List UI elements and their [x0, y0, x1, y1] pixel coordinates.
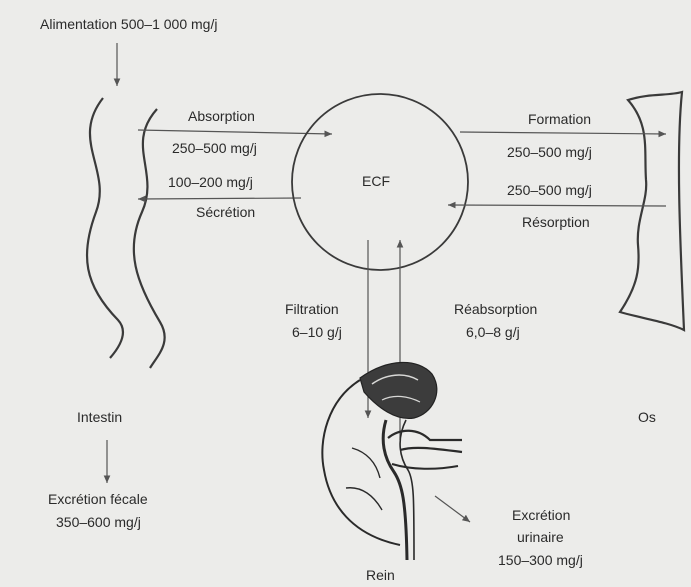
- secretion-label: Sécrétion: [196, 204, 255, 220]
- absorption-value: 250–500 mg/j: [172, 140, 257, 156]
- intestine-wall-right: [134, 109, 165, 368]
- intestine-label: Intestin: [77, 409, 122, 425]
- filtration-label: Filtration: [285, 301, 339, 317]
- bone-label: Os: [638, 409, 656, 425]
- urinary-excretion-value: 150–300 mg/j: [498, 552, 583, 568]
- reabsorption-value: 6,0–8 g/j: [466, 324, 520, 340]
- kidney-drawing: [322, 362, 462, 560]
- intestine-wall-left: [87, 98, 123, 358]
- urinary-excretion-line1: Excrétion: [512, 507, 570, 523]
- formation-arrow: [460, 132, 666, 134]
- urinary-excretion-line2: urinaire: [517, 529, 564, 545]
- resorption-arrow: [448, 205, 666, 206]
- formation-value: 250–500 mg/j: [507, 144, 592, 160]
- intake-label: Alimentation 500–1 000 mg/j: [40, 16, 217, 32]
- formation-label: Formation: [528, 111, 591, 127]
- absorption-label: Absorption: [188, 108, 255, 124]
- bone-outline: [620, 92, 684, 330]
- resorption-label: Résorption: [522, 214, 590, 230]
- kidney-label: Rein: [366, 567, 395, 583]
- reabsorption-label: Réabsorption: [454, 301, 537, 317]
- fecal-excretion-value: 350–600 mg/j: [56, 514, 141, 530]
- resorption-value: 250–500 mg/j: [507, 182, 592, 198]
- secretion-value: 100–200 mg/j: [168, 174, 253, 190]
- filtration-value: 6–10 g/j: [292, 324, 342, 340]
- fecal-excretion-label: Excrétion fécale: [48, 491, 148, 507]
- absorption-arrow: [138, 130, 332, 134]
- secretion-arrow: [138, 198, 301, 199]
- urinary-excretion-arrow: [435, 496, 470, 522]
- ecf-label: ECF: [362, 173, 390, 189]
